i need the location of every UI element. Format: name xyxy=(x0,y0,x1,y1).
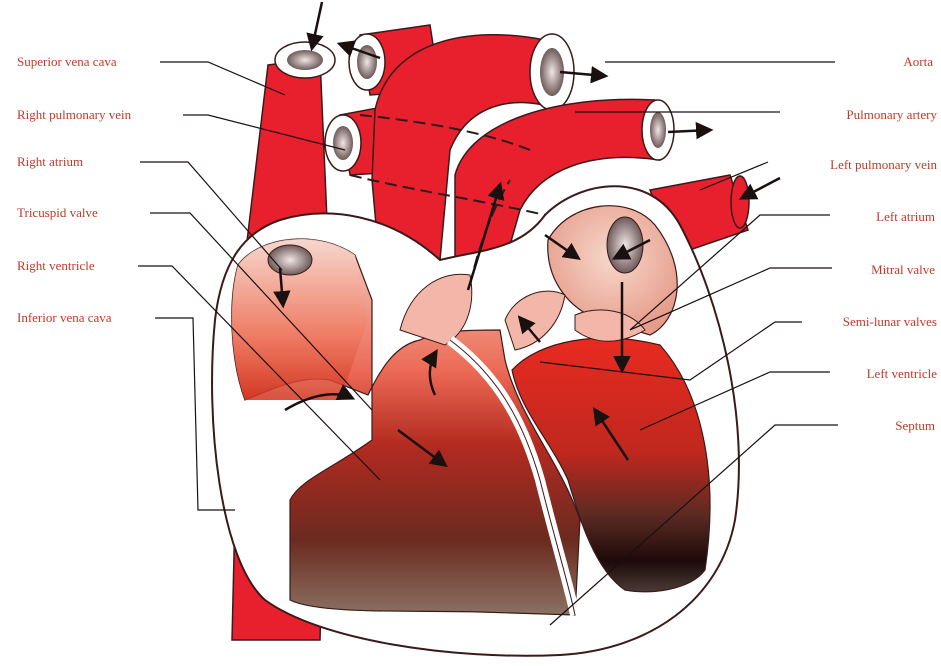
label-septum: Septum xyxy=(895,418,935,434)
label-left-pulmonary-vein: Left pulmonary vein xyxy=(830,157,937,173)
label-left-atrium: Left atrium xyxy=(876,209,935,225)
label-inferior-vena-cava: Inferior vena cava xyxy=(17,310,112,326)
label-mitral-valve: Mitral valve xyxy=(871,262,935,278)
label-right-pulmonary-vein: Right pulmonary vein xyxy=(17,107,131,123)
label-pulmonary-artery: Pulmonary artery xyxy=(846,107,937,123)
label-left-ventricle: Left ventricle xyxy=(867,366,937,382)
label-tricuspid-valve: Tricuspid valve xyxy=(17,205,98,221)
label-semi-lunar-valves: Semi-lunar valves xyxy=(843,314,937,330)
label-superior-vena-cava: Superior vena cava xyxy=(17,54,117,70)
label-aorta: Aorta xyxy=(903,54,933,70)
label-right-ventricle: Right ventricle xyxy=(17,258,95,274)
label-right-atrium: Right atrium xyxy=(17,154,83,170)
